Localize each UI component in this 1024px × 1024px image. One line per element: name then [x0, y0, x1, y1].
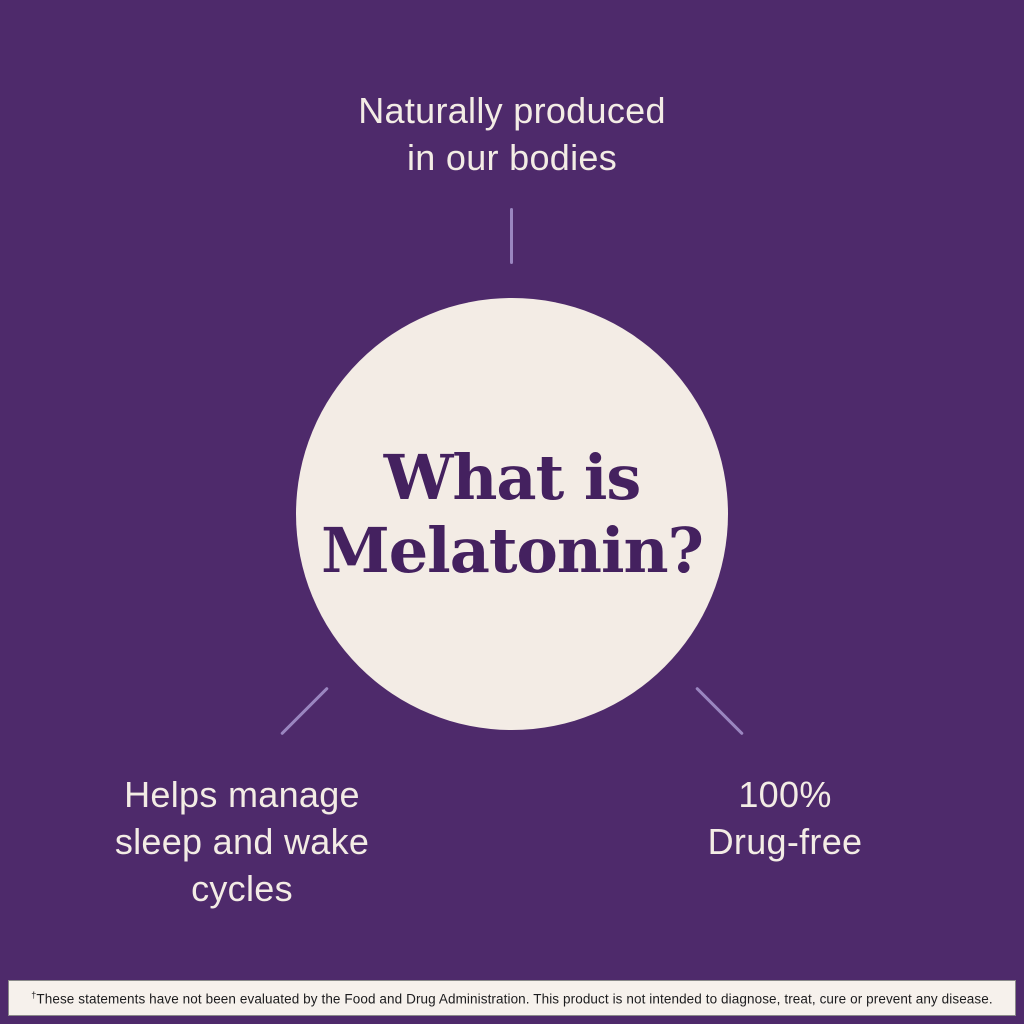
benefit-label-line: Helps manage — [124, 774, 360, 815]
center-circle: What is Melatonin? — [296, 298, 728, 730]
benefit-label-sleep-wake: Helps manage sleep and wake cycles — [62, 772, 422, 912]
benefit-label-line: Drug-free — [707, 820, 863, 862]
title-line: Melatonin? — [321, 514, 704, 587]
title-line: What is — [383, 440, 642, 514]
benefit-label-line: cycles — [191, 867, 293, 909]
connector-line-bottom-right — [695, 686, 744, 736]
benefit-label-line: 100% — [738, 774, 832, 815]
disclaimer-body: These statements have not been evaluated… — [36, 991, 993, 1007]
benefit-label-drug-free: 100% Drug-free — [620, 772, 950, 866]
connector-line-bottom-left — [280, 686, 329, 736]
benefit-label-line: Naturally produced — [358, 90, 666, 131]
connector-line-top — [510, 208, 513, 264]
benefit-label-line: in our bodies — [406, 136, 618, 178]
benefit-label-line: sleep and wake — [114, 820, 370, 862]
fda-disclaimer-text: †These statements have not been evaluate… — [31, 990, 992, 1007]
benefit-label-naturally-produced: Naturally produced in our bodies — [212, 88, 812, 182]
dagger-symbol: † — [31, 989, 37, 1000]
fda-disclaimer-bar: †These statements have not been evaluate… — [8, 980, 1016, 1016]
infographic-title: What is Melatonin? — [321, 440, 704, 587]
